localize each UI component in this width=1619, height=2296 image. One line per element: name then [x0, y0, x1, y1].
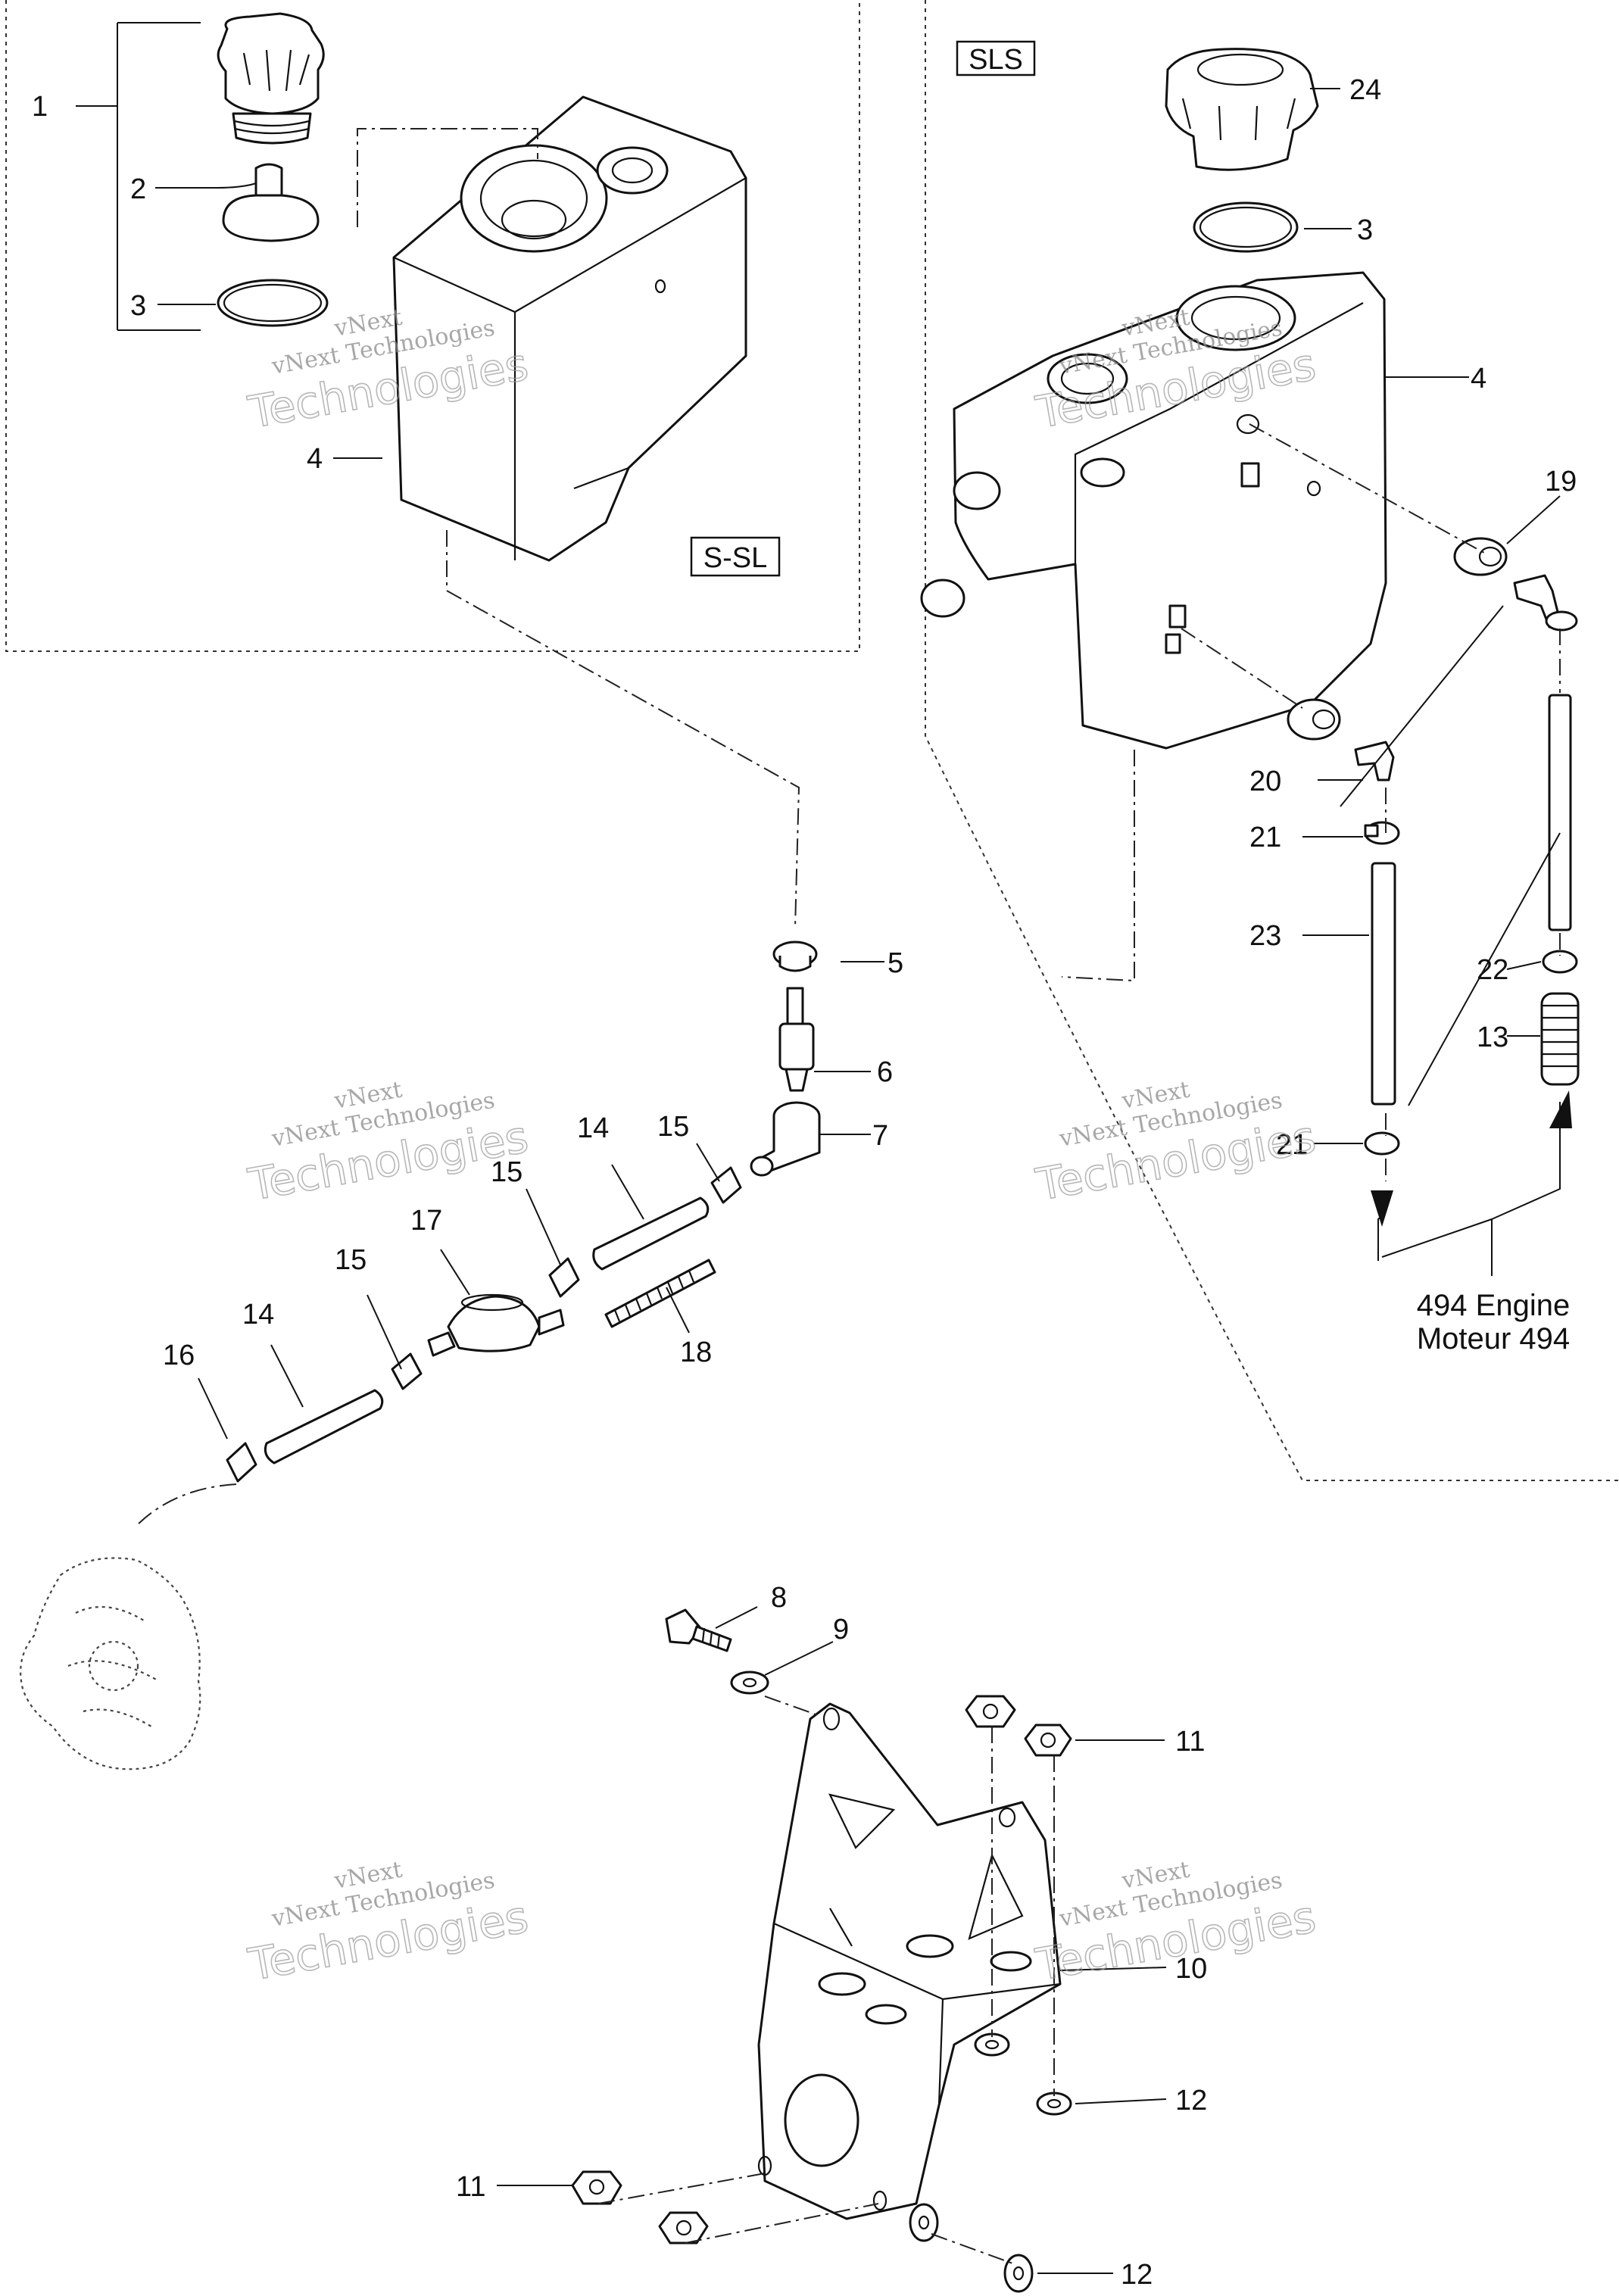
- nut-icon: [571, 2170, 622, 2205]
- callout-9: 9: [833, 1614, 849, 1646]
- callout-11: 11: [1175, 1726, 1205, 1758]
- sls-tank-cap-icon: [1165, 48, 1319, 171]
- callout-1: 1: [32, 91, 48, 123]
- hose-clamp-icon: [1545, 610, 1578, 632]
- oil-line-icon: [264, 1389, 384, 1465]
- engine-label-line2: Moteur 494: [1417, 1322, 1570, 1355]
- hose-clamp-icon: [710, 1166, 742, 1204]
- oil-pump-phantom-icon: [20, 1557, 201, 1770]
- o-ring-icon: [217, 279, 329, 327]
- spring-icon: [604, 1259, 716, 1328]
- grommet-icon: [1287, 698, 1341, 741]
- hose-clamp-icon: [226, 1442, 257, 1483]
- callout-6: 6: [877, 1056, 893, 1088]
- callout-22: 22: [1477, 954, 1508, 986]
- hose-clamp-icon: [1364, 1131, 1400, 1156]
- callout-19: 19: [1545, 466, 1577, 498]
- callout-14: 14: [577, 1112, 609, 1144]
- callout-15: 15: [657, 1111, 689, 1143]
- callout-leaders: [155, 88, 1561, 2274]
- callout-labels: 1 2 3 4 24 3 4 19 20 21 23 22 13 21 5 6 …: [32, 74, 1577, 2291]
- engine-routing: [1377, 1102, 1561, 1261]
- callout-4: 4: [307, 443, 323, 475]
- nut-icon: [658, 2211, 709, 2245]
- down-arrow-icon: [1371, 1190, 1393, 1227]
- filter-fitting-icon: [778, 987, 815, 1092]
- sls-label-text: SLS: [969, 44, 1023, 76]
- tank-to-valve-dash: [446, 530, 800, 928]
- callout-15b: 15: [491, 1156, 523, 1188]
- callout-8: 8: [771, 1582, 787, 1614]
- nut-icon: [1024, 1724, 1072, 1757]
- callout-12: 12: [1175, 2085, 1207, 2117]
- callout-7: 7: [872, 1120, 888, 1152]
- washer-icon: [974, 2032, 1010, 2057]
- washer-icon: [909, 2203, 939, 2242]
- elbow-fitting-icon: [750, 1101, 821, 1177]
- line-routing: [1340, 605, 1561, 1106]
- engine-label-line1: 494 Engine: [1417, 1289, 1570, 1322]
- callout-20: 20: [1249, 766, 1281, 797]
- bolt-icon: [665, 1608, 732, 1652]
- tank-outlet-dash: [1061, 750, 1135, 982]
- callout-14b: 14: [242, 1299, 274, 1330]
- o-ring-icon: [1193, 201, 1299, 253]
- nut-icon: [965, 1695, 1016, 1728]
- hose-clamp-icon: [1542, 950, 1578, 974]
- s-sl-variant-label: S-SL: [690, 536, 781, 577]
- watermark-5: vNext vNext Technologies Technologies: [244, 1857, 532, 1992]
- sls-oil-tank-icon: [920, 271, 1387, 750]
- callout-24: 24: [1349, 74, 1381, 106]
- callout-10: 10: [1175, 1953, 1207, 1985]
- cap-to-tank-dash: [357, 128, 538, 227]
- oil-line-icon: [592, 1196, 710, 1271]
- oil-tank-cap-icon: [217, 12, 325, 145]
- callout-17: 17: [410, 1205, 442, 1237]
- s-sl-label-text: S-SL: [703, 542, 767, 574]
- callout-23: 23: [1249, 920, 1281, 952]
- callout-12b: 12: [1121, 2259, 1153, 2291]
- s-sl-region-frame: [5, 0, 860, 652]
- callout-18: 18: [680, 1337, 712, 1368]
- callout-4b: 4: [1471, 363, 1486, 395]
- spring-icon: [1540, 992, 1580, 1086]
- hose-clamp-icon: [1364, 821, 1400, 845]
- callout-21b: 21: [1276, 1129, 1308, 1161]
- oil-filter-icon: [427, 1293, 565, 1357]
- mounting-bracket-icon: [757, 1702, 1062, 2220]
- bracket-1: [76, 22, 201, 331]
- hose-clamp-icon: [548, 1257, 580, 1298]
- oil-line-icon: [1371, 862, 1396, 1106]
- callout-5: 5: [887, 947, 903, 979]
- s-sl-oil-tank-icon: [392, 95, 747, 562]
- sls-variant-label: SLS: [956, 40, 1036, 76]
- fitting-dash: [1181, 628, 1303, 709]
- grommet-icon: [1453, 537, 1508, 576]
- sls-region-frame: [925, 0, 1619, 1481]
- washer-icon: [1036, 2092, 1072, 2116]
- callout-2: 2: [130, 173, 146, 205]
- up-arrow-icon: [1549, 1090, 1572, 1128]
- watermark-4: vNext vNext Technologies Technologies: [1031, 1077, 1320, 1212]
- callout-3b: 3: [1357, 214, 1373, 246]
- watermark-6: vNext vNext Technologies Technologies: [1031, 1857, 1320, 1992]
- callout-11b: 11: [456, 2171, 485, 2203]
- callout-16: 16: [163, 1340, 195, 1371]
- elbow-fitting-icon: [1354, 741, 1395, 781]
- callout-3: 3: [130, 290, 146, 322]
- callout-15c: 15: [335, 1244, 367, 1276]
- grommet-icon: [772, 941, 818, 972]
- washer-icon: [730, 1671, 769, 1695]
- washer-icon: [1003, 2254, 1034, 2293]
- pump-dash: [136, 1483, 237, 1527]
- vent-valve-icon: [222, 163, 320, 242]
- hose-clamp-icon: [391, 1352, 423, 1390]
- callout-13: 13: [1477, 1022, 1508, 1053]
- hardware-dash: [597, 1695, 1055, 2265]
- watermark-3: vNext vNext Technologies Technologies: [244, 1077, 532, 1212]
- oil-line-icon: [1548, 694, 1572, 931]
- fitting-dash: [1249, 423, 1485, 554]
- callout-21: 21: [1249, 822, 1281, 853]
